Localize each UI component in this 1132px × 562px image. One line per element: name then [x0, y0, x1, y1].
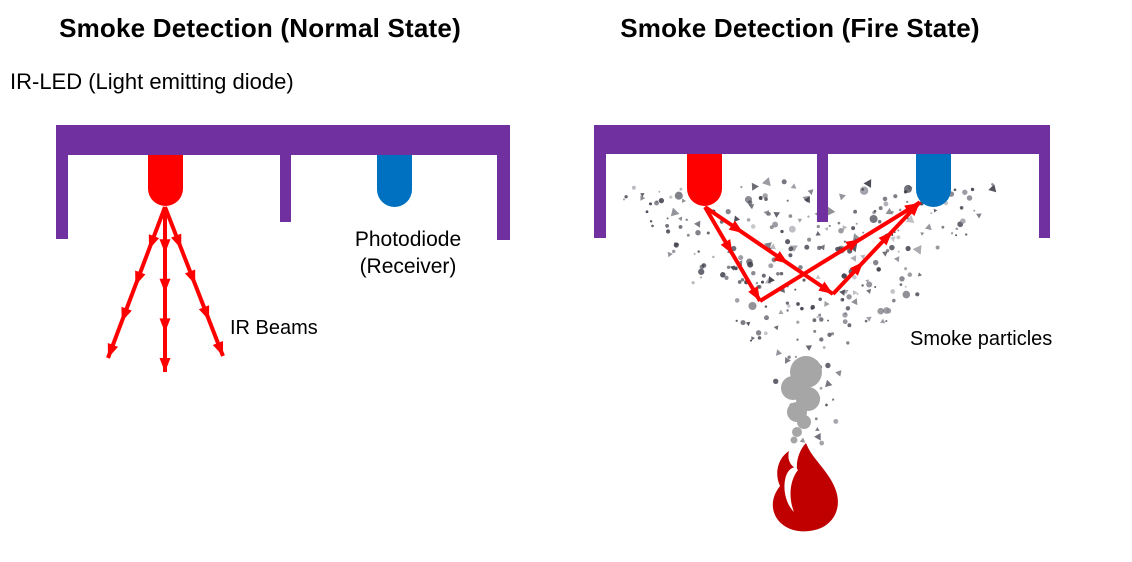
beam-arrowhead	[773, 251, 789, 264]
beam-arrowhead	[748, 286, 760, 301]
ir-beam-segment	[758, 201, 921, 303]
beam-arrowhead	[184, 269, 196, 285]
photodiode-label-line2: (Receiver)	[359, 255, 457, 278]
housing-divider	[280, 155, 291, 222]
normal-ir-led-shape	[148, 155, 183, 207]
normal-detector-housing	[56, 125, 510, 240]
ir-led-label: IR-LED (Light emitting diode)	[10, 69, 294, 94]
beam-arrowhead	[121, 306, 132, 322]
beam-arrowhead	[212, 340, 224, 356]
housing-right-wall	[497, 155, 510, 240]
beam-arrowhead	[107, 342, 119, 358]
beam-arrowhead	[198, 305, 210, 321]
beam-arrowhead	[818, 281, 833, 294]
ir-beam-arrows	[106, 200, 922, 372]
normal-photodiode-shape	[377, 155, 412, 207]
housing-ceiling	[56, 125, 510, 155]
housing-ceiling	[594, 125, 1050, 154]
fire-detector-housing	[594, 125, 1050, 238]
beam-arrowhead	[720, 239, 733, 254]
beam-arrowhead	[878, 231, 893, 246]
ir-beam-segment	[703, 205, 835, 296]
beam-arrowhead	[159, 358, 171, 372]
normal-panel-title: Smoke Detection (Normal State)	[59, 13, 461, 43]
ir-beam-segment	[831, 200, 922, 296]
smoke-puff-icon	[781, 356, 822, 444]
beam-arrowhead	[135, 270, 146, 286]
beam-arrowhead	[159, 239, 171, 254]
ir-beams-label: IR Beams	[230, 317, 318, 339]
fire-ir-led-shape	[687, 154, 722, 207]
beam-arrowhead	[159, 278, 171, 293]
housing-left-wall	[594, 154, 606, 238]
beam-arrowhead	[171, 233, 182, 249]
fire-panel-title: Smoke Detection (Fire State)	[620, 13, 980, 43]
smoke-particles-label: Smoke particles	[910, 328, 1053, 350]
fire-flame-icon	[772, 443, 838, 532]
photodiode-label: Photodiode (Receiver)	[330, 226, 486, 280]
fire-photodiode-shape	[916, 154, 951, 207]
photodiode-label-line1: Photodiode	[354, 228, 462, 251]
housing-right-wall	[1039, 154, 1050, 238]
beam-arrowhead	[906, 202, 920, 216]
beam-arrowhead	[849, 261, 864, 276]
housing-divider	[817, 154, 828, 222]
beam-arrowhead	[728, 220, 744, 234]
led-and-photodiode-devices	[148, 154, 951, 207]
housing-left-wall	[56, 155, 68, 239]
beam-arrowhead	[159, 318, 171, 333]
beam-arrowhead	[148, 234, 160, 250]
beam-arrowhead	[845, 239, 861, 252]
